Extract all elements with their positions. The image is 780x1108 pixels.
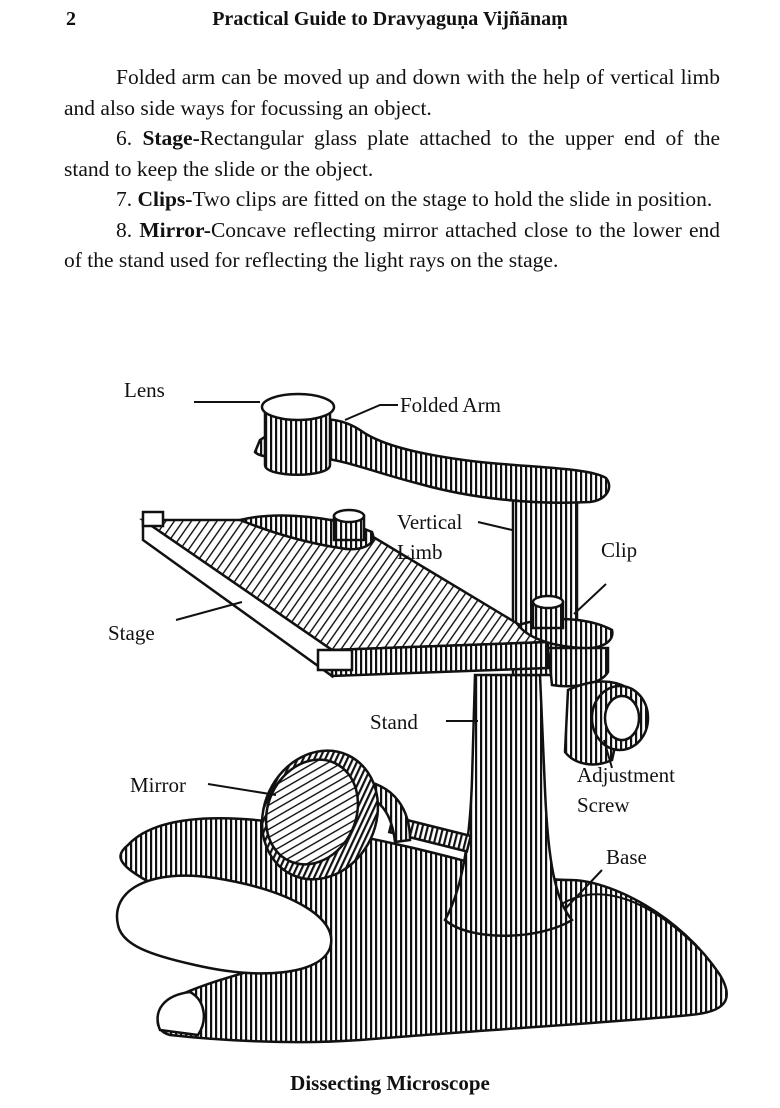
label-mirror: Mirror: [130, 773, 186, 797]
paragraph-number: 7.: [116, 187, 138, 211]
leader-mirror: [207, 783, 277, 796]
paragraph-number: 6.: [116, 126, 143, 150]
figure-caption: Dissecting Microscope: [290, 1071, 490, 1095]
paragraph-term: Clips-: [137, 187, 193, 211]
label-clip: Clip: [601, 538, 637, 562]
paragraph-text: Rectangular glass plate attached to the …: [64, 126, 720, 181]
leader-clip: [573, 583, 607, 615]
adjustment-screw: [563, 680, 650, 766]
microscope-figure: Lens Folded Arm Vertical Limb Clip Stage…: [0, 360, 780, 1050]
paragraph-text: Folded arm can be moved up and down with…: [64, 65, 720, 120]
paragraph-stage: 6. Stage-Rectangular glass plate attache…: [64, 123, 720, 184]
label-adjustment-screw-line2: Screw: [577, 793, 630, 817]
leader-lines: [175, 401, 613, 909]
paragraph-clips: 7. Clips-Two clips are fitted on the sta…: [64, 184, 720, 215]
leader-adjustment-screw: [603, 739, 613, 769]
label-vertical-limb-line2: Limb: [397, 540, 443, 564]
leader-stage: [175, 601, 243, 621]
mirror: [260, 749, 473, 881]
stand: [443, 673, 574, 937]
label-folded-arm: Folded Arm: [400, 393, 501, 417]
page-number: 2: [66, 8, 76, 30]
page-header: 2 Practical Guide to Dravyaguṇa Vijñānaṃ: [0, 8, 780, 38]
paragraph-term: Stage-: [142, 126, 200, 150]
paragraph-term: Mirror-: [139, 217, 211, 242]
label-adjustment-screw-line1: Adjustment: [577, 763, 675, 787]
label-stand: Stand: [370, 710, 418, 734]
paragraph-text: Two clips are fitted on the stage to hol…: [192, 187, 713, 211]
lens: [260, 392, 336, 476]
label-base: Base: [606, 845, 647, 869]
stage-clip-left: [235, 508, 375, 551]
paragraph-number: 8.: [116, 217, 140, 242]
label-stage: Stage: [108, 621, 155, 645]
paragraph-text: Concave reflecting mirror attached close…: [64, 217, 720, 273]
paragraph-folded-arm: Folded arm can be moved up and down with…: [64, 62, 720, 123]
microscope-illustration: Lens Folded Arm Vertical Limb Clip Stage…: [108, 378, 728, 1044]
folded-arm: [253, 417, 611, 504]
leader-vertical-limb: [477, 521, 513, 531]
body-text: Folded arm can be moved up and down with…: [64, 62, 720, 276]
running-title: Practical Guide to Dravyaguṇa Vijñānaṃ: [212, 8, 568, 30]
paragraph-mirror: 8. Mirror-Concave reflecting mirror atta…: [64, 215, 720, 276]
leader-folded-arm: [344, 404, 398, 421]
stage-clip-right: [515, 594, 614, 688]
label-lens: Lens: [124, 378, 165, 402]
label-vertical-limb-line1: Vertical: [397, 510, 462, 534]
leader-base: [565, 869, 603, 909]
